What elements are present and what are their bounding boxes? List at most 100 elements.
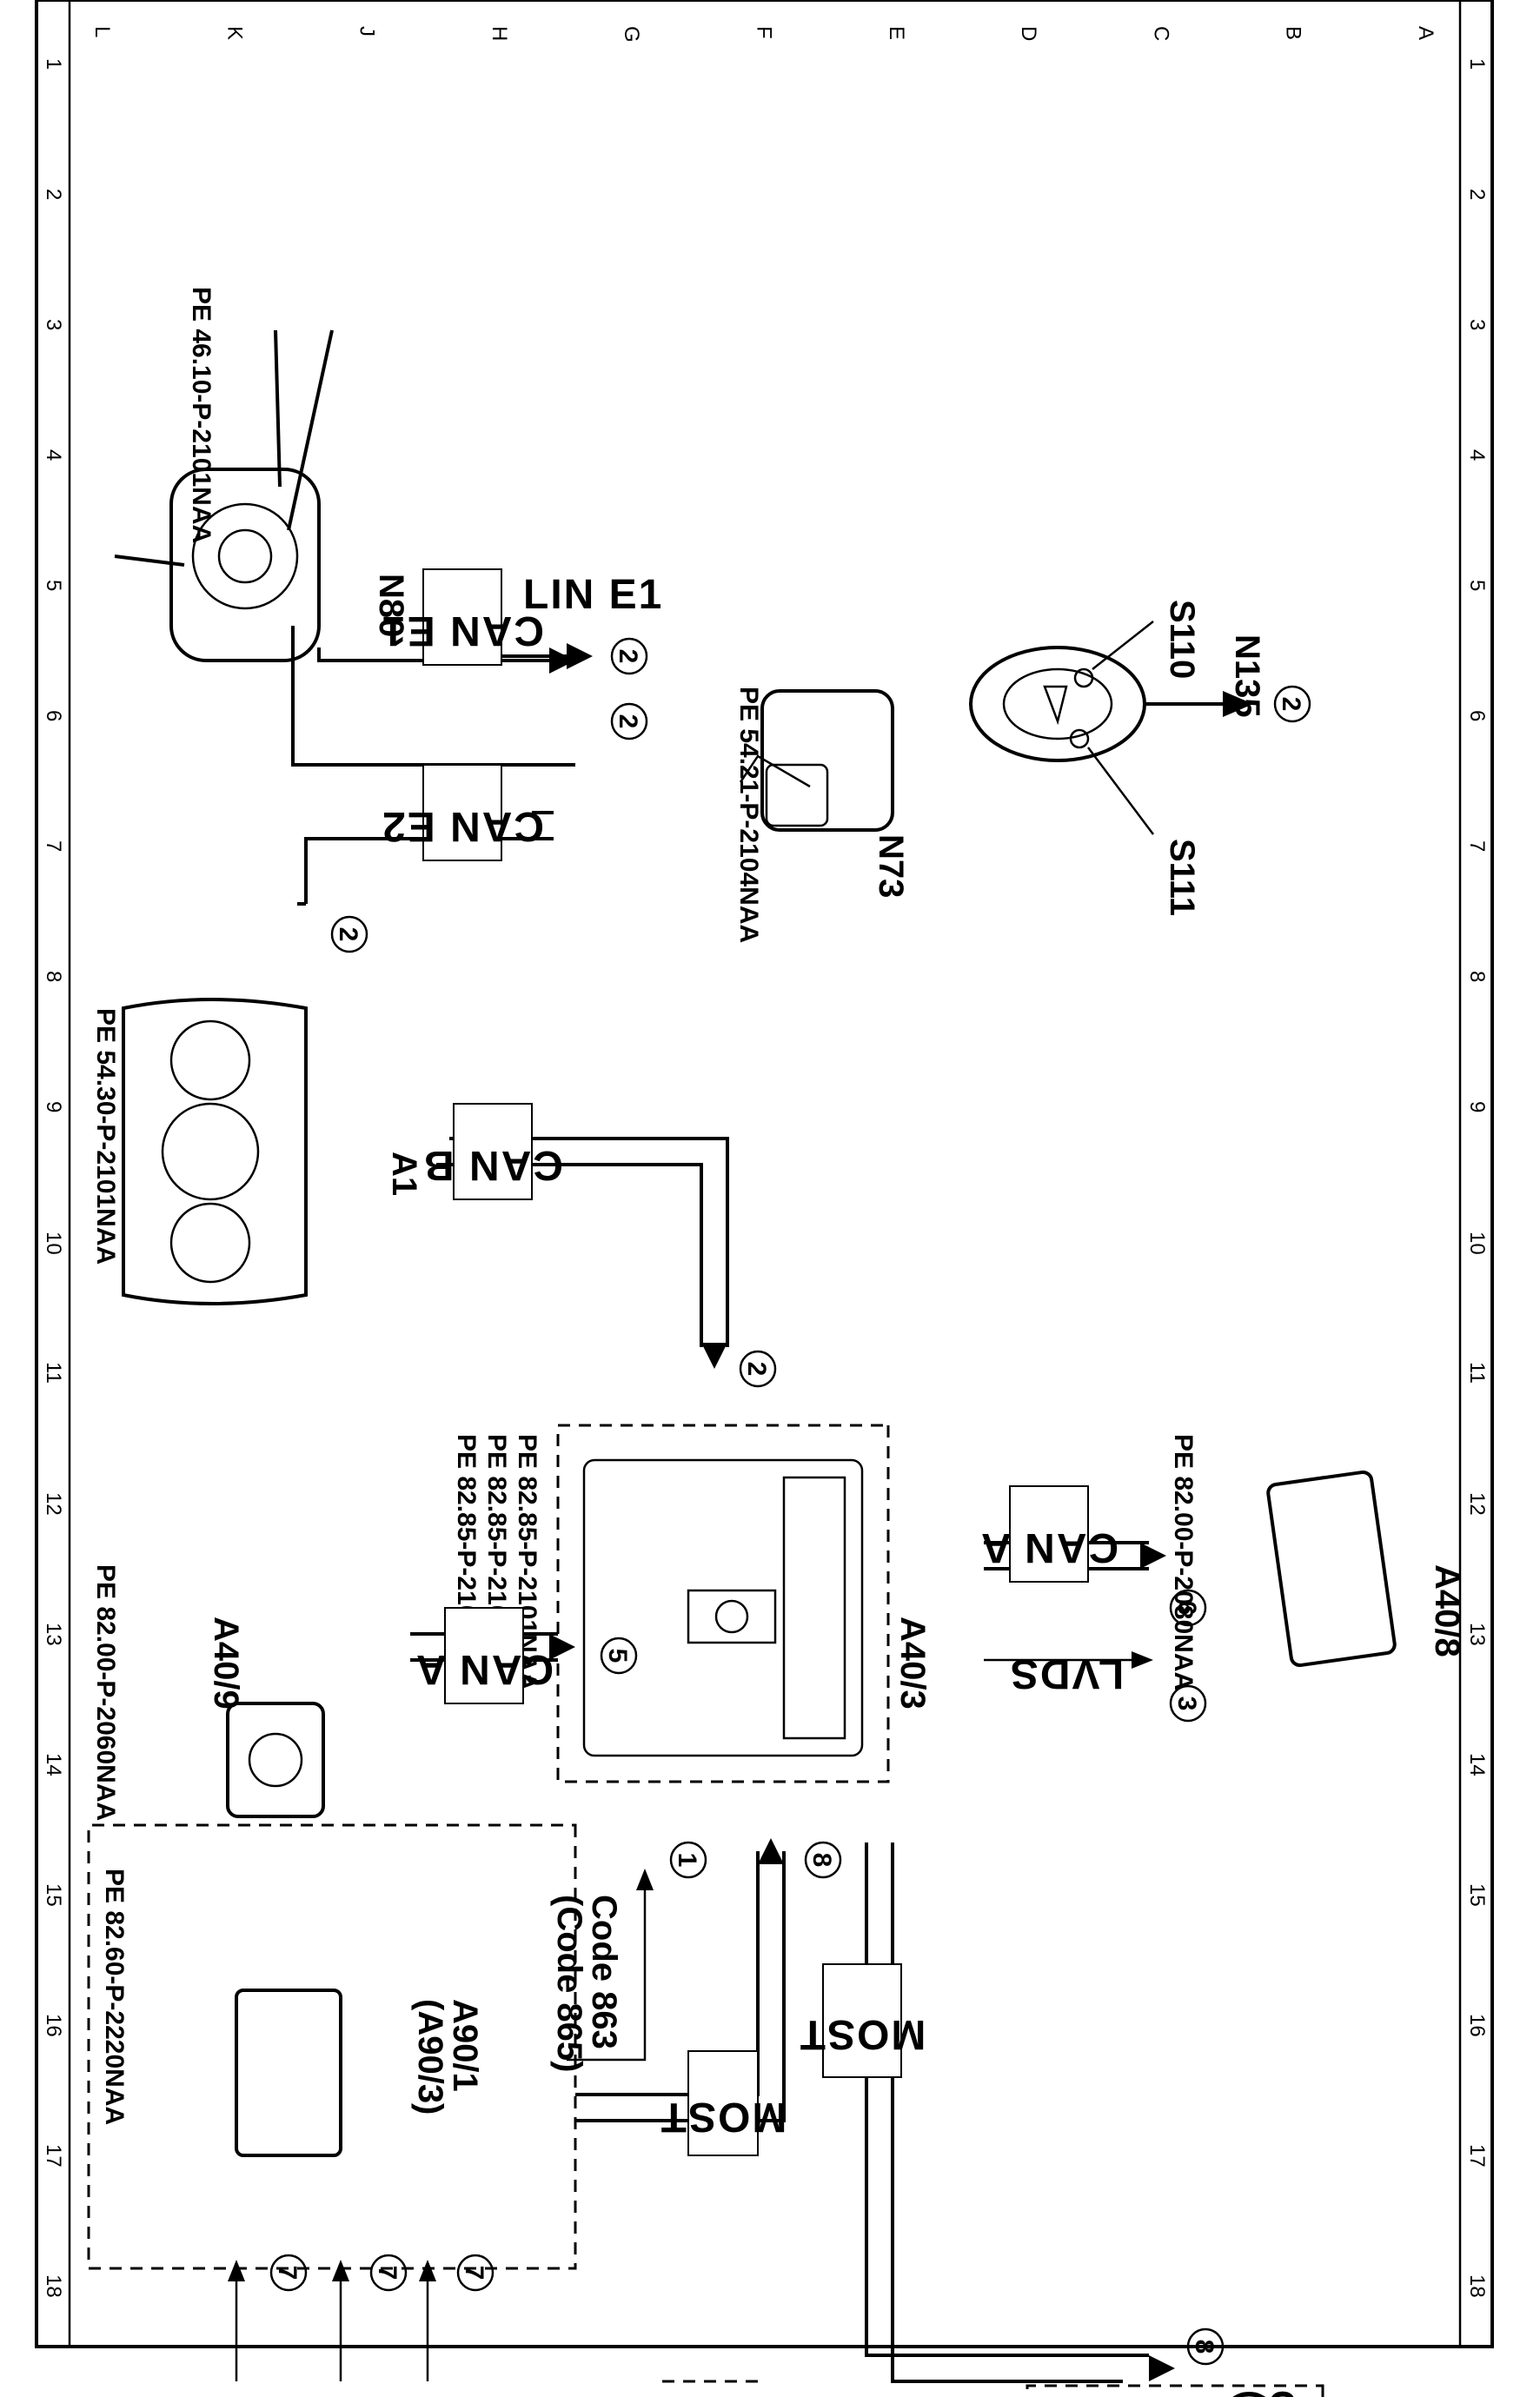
grid-row-label: 16	[1465, 2014, 1489, 2037]
label-n73: N73	[872, 834, 910, 898]
grid-row-label: 12	[1465, 1492, 1489, 1516]
a40-8-display	[1266, 1470, 1397, 1668]
svg-text:6: 6	[1172, 1601, 1201, 1616]
svg-text:3: 3	[1172, 1696, 1201, 1711]
marker-can-e2	[330, 915, 368, 953]
n73-ignition-switch	[739, 689, 894, 832]
label-a40-8: A40/8	[1428, 1564, 1466, 1657]
ref-n73: PE 54.21-P-2104NAA	[734, 687, 763, 943]
grid-row-label: 16	[42, 2014, 65, 2037]
grid-row-label: 11	[1465, 1362, 1489, 1384]
marker-most-in	[804, 1841, 842, 1879]
grid-column-label: F	[753, 26, 776, 39]
grid-row-label: 17	[42, 2144, 65, 2168]
grid-row-label: 7	[42, 840, 65, 852]
svg-text:2: 2	[1277, 697, 1305, 712]
marker-can-e1	[610, 702, 648, 740]
svg-text:7: 7	[460, 2266, 488, 2281]
ref-a40-8: PE 82.00-P-2080NAA	[1169, 1434, 1198, 1690]
a1-instrument-cluster	[122, 998, 308, 1305]
grid-row-label: 12	[42, 1492, 65, 1516]
bus-can-e2: CAN E2	[381, 803, 544, 849]
grid-column-label: L	[90, 26, 114, 37]
bus-most-in: MOST	[660, 2094, 787, 2140]
marker-can-a-out	[1169, 1589, 1207, 1627]
steering-wheel-symbol	[969, 621, 1154, 835]
grid-row-label: 5	[42, 580, 65, 591]
svg-text:2: 2	[614, 714, 642, 729]
svg-text:5: 5	[603, 1649, 632, 1663]
ref-n80: PE 46.10-P-2101NAA	[187, 287, 216, 543]
grid-row-label: 2	[1465, 189, 1489, 200]
ref-a1: PE 54.30-P-2101NAA	[91, 1008, 120, 1265]
label-code-865: (Code 865)	[550, 1895, 588, 2073]
bus-lvds: LVDS	[1009, 1650, 1124, 1696]
grid-row-label: 18	[42, 2274, 65, 2298]
grid-row-label: 15	[42, 1883, 65, 1907]
grid-row-label: 18	[1465, 2274, 1489, 2298]
bus-can-b: CAN B	[422, 1142, 563, 1188]
label-n135: N135	[1228, 634, 1266, 718]
svg-text:7: 7	[273, 2266, 302, 2281]
grid-row-label: 10	[42, 1232, 65, 1255]
bus-lin-e1: LIN E1	[523, 572, 663, 618]
bus-can-a-out: CAN A	[979, 1524, 1118, 1570]
label-s110: S110	[1163, 600, 1201, 679]
marker-can-b	[739, 1350, 777, 1388]
grid-column-label: J	[355, 26, 379, 37]
label-s111: S111	[1163, 839, 1201, 916]
grid-row-label: 6	[42, 710, 65, 721]
grid-column-label: B	[1282, 26, 1305, 40]
marker-n135-n80	[610, 637, 648, 675]
svg-text:2: 2	[742, 1362, 771, 1377]
a40-3-head-unit	[582, 1458, 864, 1757]
ref-a90: PE 82.60-P-2220NAA	[100, 1869, 129, 2125]
grid-row-label: 11	[42, 1362, 65, 1384]
a90-box	[87, 1823, 577, 2270]
label-a40-3: A40/3	[893, 1617, 932, 1710]
label-a90-1: A90/1	[446, 1999, 484, 2092]
frame-outer	[35, 0, 1494, 2348]
n80-combination-switch	[114, 329, 334, 662]
marker-a90-thin	[669, 1841, 707, 1879]
marker-can-a-in	[600, 1637, 638, 1675]
a40-3-box	[556, 1424, 890, 1783]
grid-row-label: 14	[1465, 1753, 1489, 1776]
label-partial-1: Co	[1263, 2390, 1301, 2397]
grid-column-label: D	[1017, 26, 1040, 41]
marker-most-out	[1186, 2327, 1225, 2366]
marker-in-3	[456, 2254, 495, 2292]
grid-column-label: H	[488, 26, 511, 41]
frame-inner	[68, 0, 1462, 2348]
grid-column-label: K	[222, 26, 246, 40]
grid-row-labels: 1122334455667788991010111112121313141415…	[42, 58, 1489, 2298]
bus-can-e1: CAN E1	[381, 608, 544, 654]
label-n80: N80	[372, 574, 410, 637]
svg-text:8: 8	[1190, 2340, 1218, 2354]
grid-row-label: 3	[42, 319, 65, 330]
label-a40-9: A40/9	[207, 1617, 245, 1710]
marker-s-n135	[1273, 685, 1311, 723]
grid-row-label: 9	[1465, 1101, 1489, 1112]
grid-column-label: G	[620, 26, 643, 43]
marker-in-2	[369, 2254, 408, 2292]
grid-row-label: 13	[42, 1623, 65, 1646]
marker-lvds	[1169, 1684, 1207, 1723]
svg-text:2: 2	[334, 927, 362, 942]
grid-row-label: 6	[1465, 710, 1489, 721]
grid-row-label: 10	[1465, 1232, 1489, 1255]
partial-box	[1026, 2384, 1324, 2397]
grid-column-label: A	[1414, 26, 1437, 40]
grid-row-label: 8	[1465, 971, 1489, 982]
input-arrows	[228, 2260, 436, 2381]
svg-text:8: 8	[807, 1853, 836, 1868]
grid-row-label: 15	[1465, 1883, 1489, 1907]
grid-column-label: C	[1149, 26, 1172, 41]
grid-row-label: 14	[42, 1753, 65, 1776]
label-partial-2: (Co	[1232, 2390, 1271, 2397]
label-code-863: Code 863	[585, 1895, 623, 2049]
svg-text:1: 1	[673, 1853, 701, 1868]
